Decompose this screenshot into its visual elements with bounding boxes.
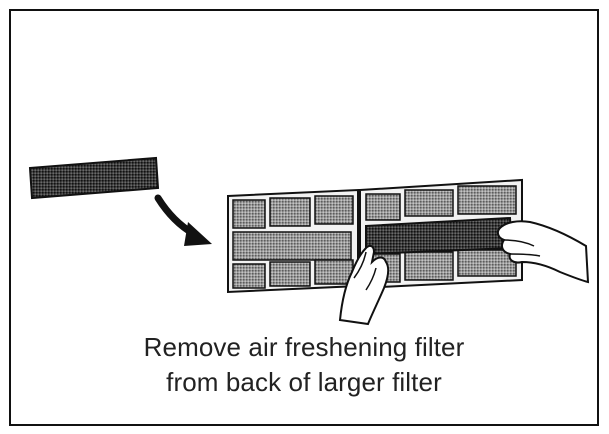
larger-filter-left-panel [227,188,359,294]
caption-line-2: from back of larger filter [166,367,442,397]
left-hand [338,244,390,326]
removal-arrow [154,194,212,246]
air-freshening-filter-detached [28,156,160,200]
caption-line-1: Remove air freshening filter [143,332,465,362]
right-hand [496,220,590,284]
instruction-caption: Remove air freshening filter from back o… [11,330,597,400]
